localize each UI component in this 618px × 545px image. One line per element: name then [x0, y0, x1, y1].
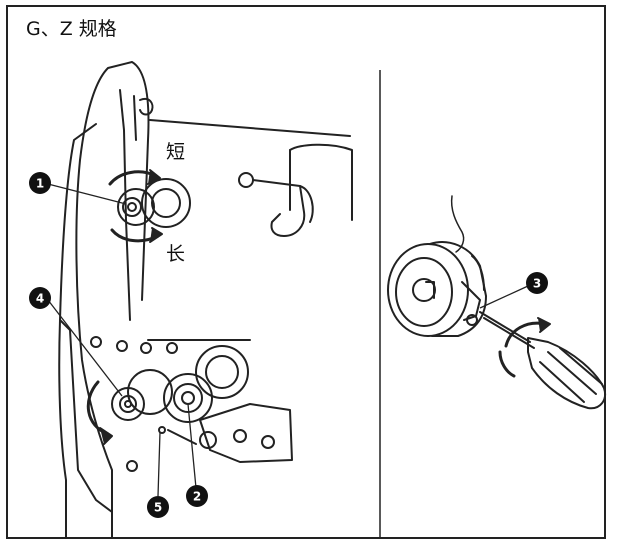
callout-1-text: 1 — [36, 177, 44, 191]
leader-5 — [157, 431, 161, 497]
leader-3 — [479, 285, 529, 309]
leader-1 — [47, 183, 127, 205]
figure-frame — [6, 5, 606, 539]
page-title: G、Z 规格 — [26, 18, 117, 40]
callout-4: 4 — [29, 287, 51, 309]
callout-5-text: 5 — [154, 501, 162, 515]
callout-3-text: 3 — [533, 277, 541, 291]
callout-5: 5 — [147, 496, 169, 518]
label-short: 短 — [166, 141, 185, 163]
label-long: 长 — [166, 243, 185, 265]
bobbin-case-illustration — [387, 195, 606, 410]
callout-3: 3 — [526, 272, 548, 294]
callout-2: 2 — [186, 485, 208, 507]
machine-illustration — [58, 61, 353, 539]
leader-4 — [47, 299, 123, 397]
callout-1: 1 — [29, 172, 51, 194]
leader-2 — [187, 403, 197, 489]
callout-2-text: 2 — [193, 490, 201, 504]
callout-4-text: 4 — [36, 292, 44, 306]
